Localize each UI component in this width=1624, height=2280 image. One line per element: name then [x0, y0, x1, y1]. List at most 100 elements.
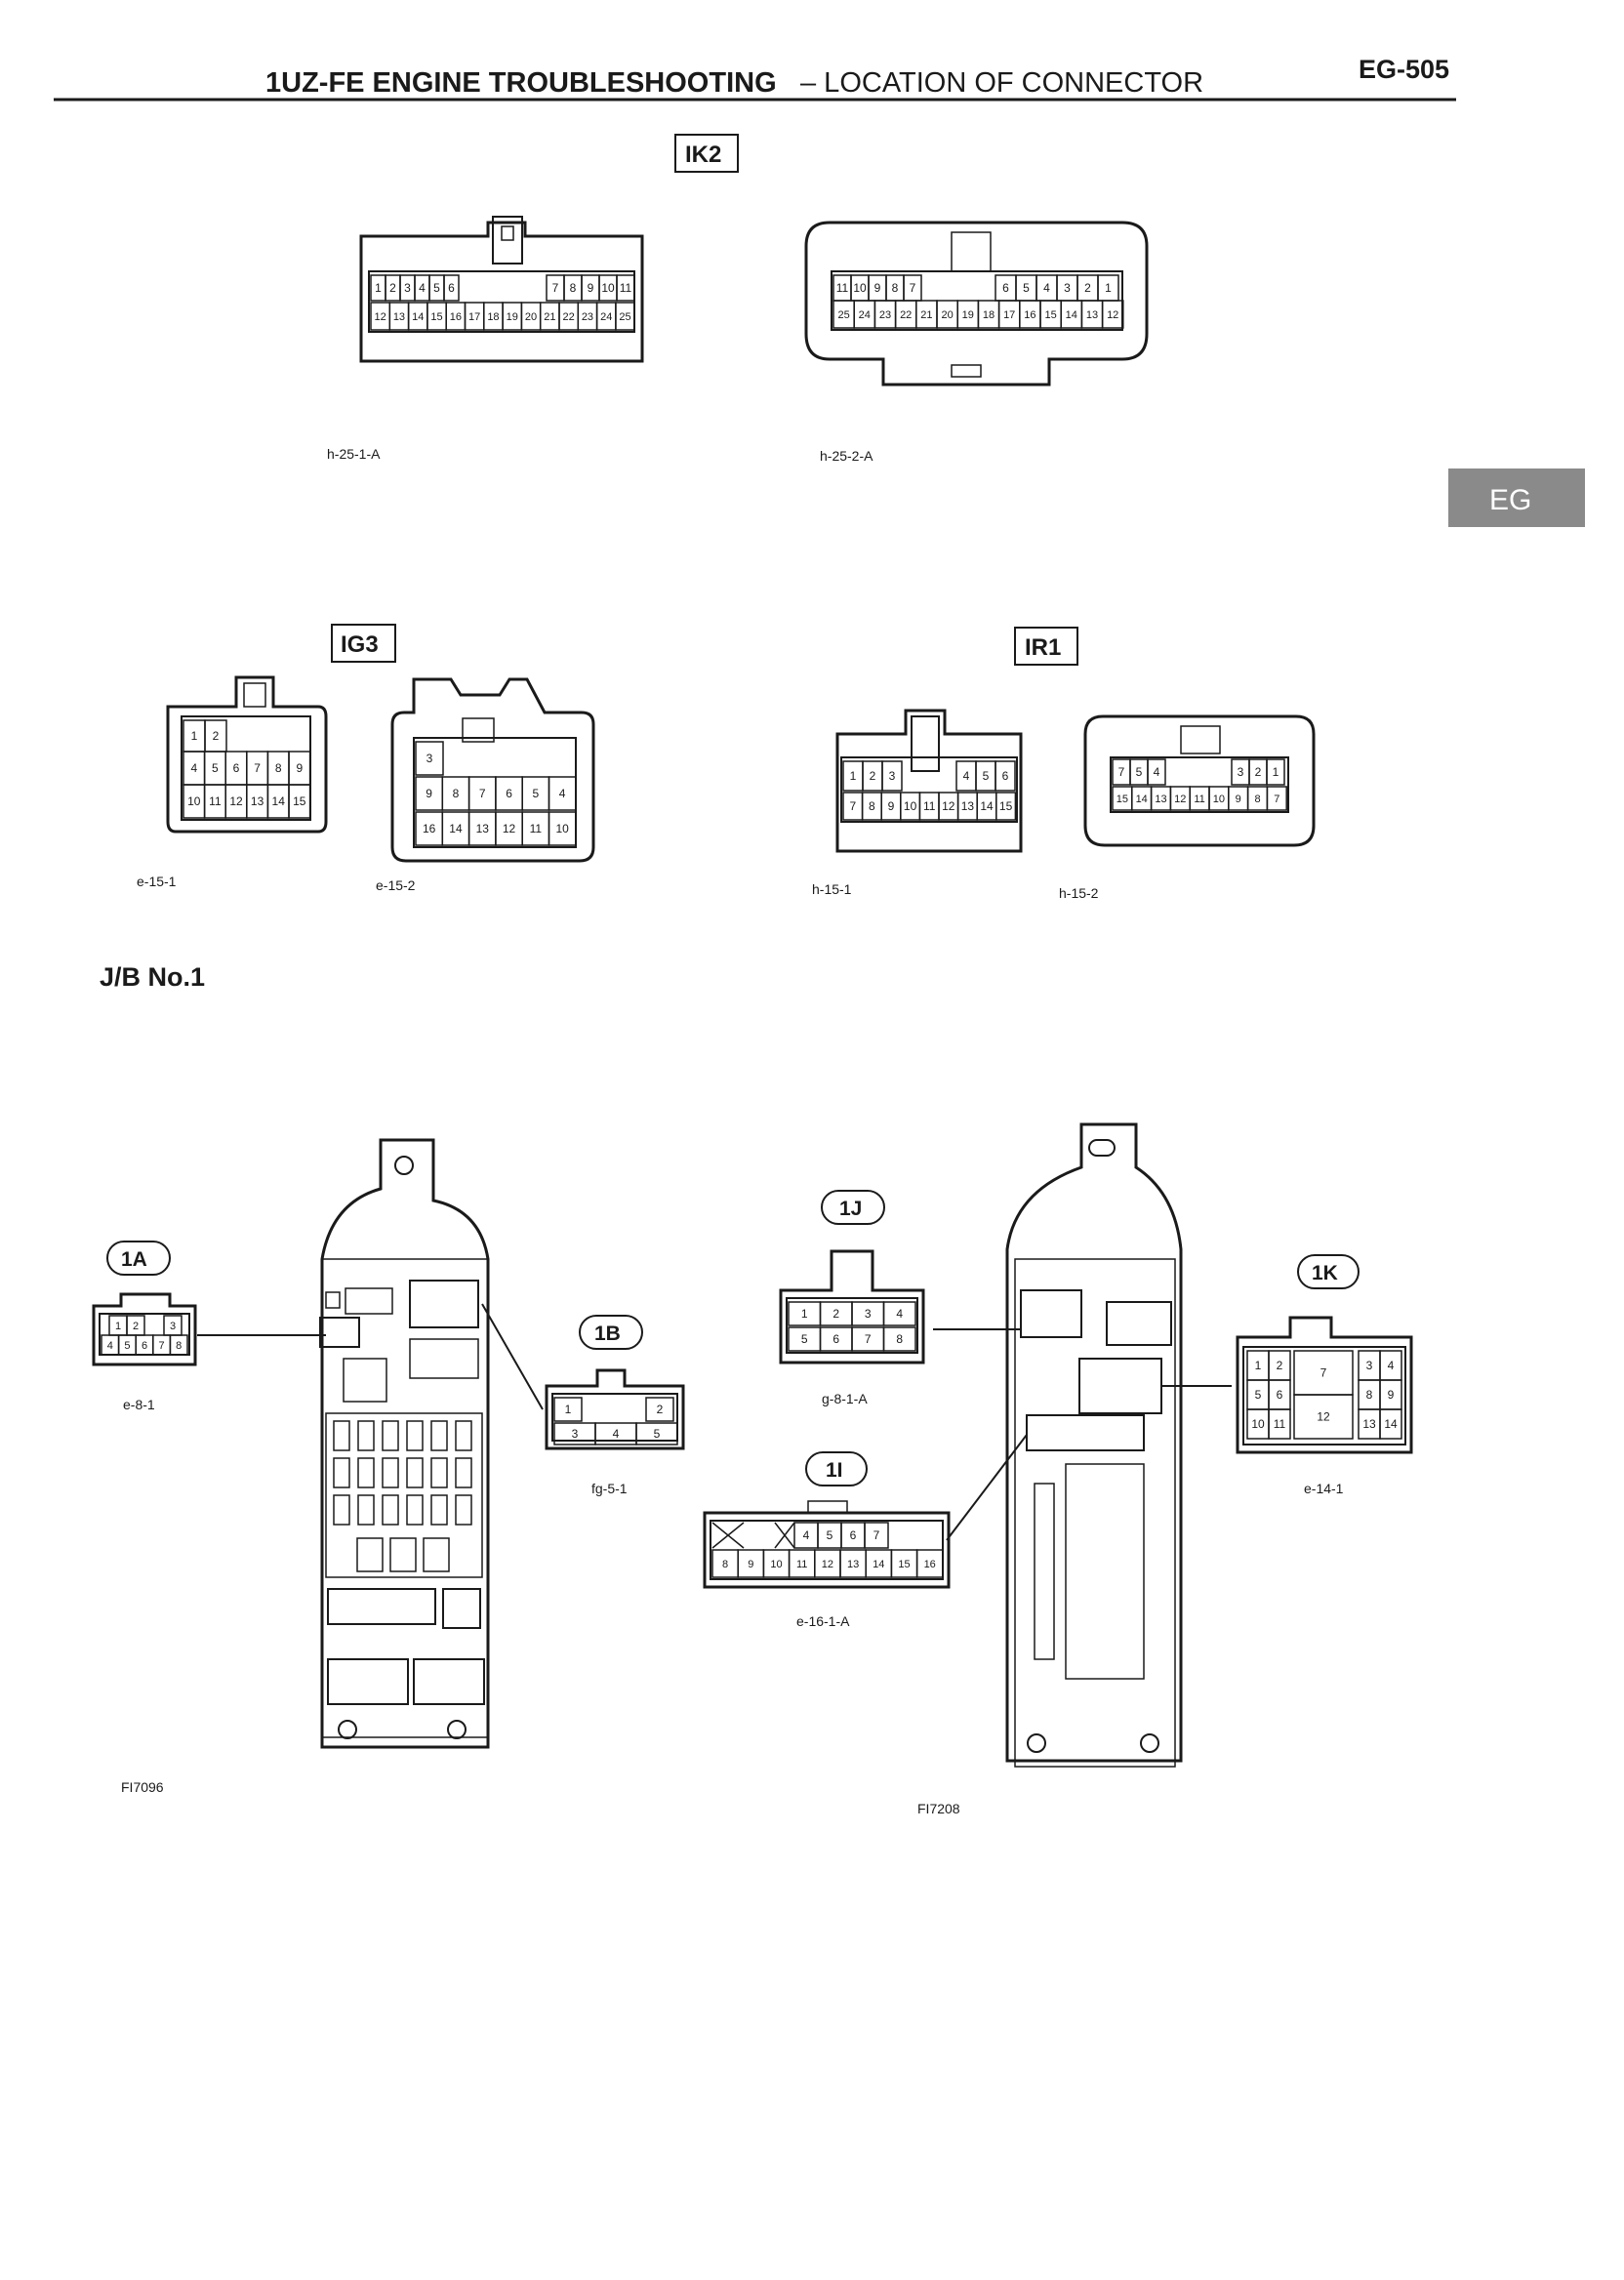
pin-cell — [415, 741, 444, 776]
1a-code-oval — [106, 1241, 171, 1276]
fuse-slot — [382, 1420, 399, 1451]
pin-number: 2 — [1255, 765, 1262, 779]
pin-number: 11 — [923, 799, 936, 813]
pin-number: 7 — [552, 281, 559, 295]
pin-number: 9 — [874, 281, 881, 295]
pin-number: 22 — [563, 311, 575, 323]
pin-number: 8 — [1366, 1388, 1373, 1402]
1k-code: 1K — [1312, 1262, 1338, 1284]
fuse-slot — [406, 1420, 424, 1451]
figure-code-right: FI7208 — [917, 1801, 960, 1816]
pin-number: 8 — [722, 1559, 728, 1570]
pin-number: 12 — [942, 799, 955, 813]
pin-number: 7 — [1274, 794, 1279, 805]
pin-number: 9 — [426, 787, 432, 800]
pin-number: 4 — [419, 281, 426, 295]
pin-number: 4 — [963, 769, 970, 783]
section-tab: EG — [1448, 468, 1585, 527]
pin-number: 23 — [582, 311, 593, 323]
pin-number: 5 — [1255, 1388, 1262, 1402]
pin-number: 7 — [910, 281, 916, 295]
1k-label: e-14-1 — [1304, 1481, 1344, 1496]
pin-cell — [1147, 758, 1166, 786]
pin-number: 5 — [654, 1427, 661, 1441]
pin-number: 9 — [296, 761, 303, 775]
1i-code-oval — [805, 1451, 868, 1486]
page-number: EG-505 — [1359, 55, 1449, 84]
pin-number: 19 — [962, 309, 974, 321]
pin-number: 13 — [393, 311, 405, 323]
pin-number: 12 — [503, 822, 516, 835]
pin-number: 16 — [450, 311, 462, 323]
pin-number: 24 — [859, 309, 871, 321]
1a-code: 1A — [121, 1248, 147, 1271]
pin-number: 9 — [1388, 1388, 1395, 1402]
pin-number: 10 — [601, 281, 615, 295]
ir1-right-label: h-15-2 — [1059, 885, 1099, 901]
1b-code-oval — [579, 1315, 643, 1350]
ig3-right-label: e-15-2 — [376, 877, 416, 893]
ik2-right-label: h-25-2-A — [820, 448, 873, 464]
pin-number: 7 — [159, 1340, 165, 1352]
pin-number: 14 — [412, 311, 424, 323]
pin-cell — [882, 1326, 916, 1352]
pin-cell — [881, 760, 903, 792]
pin-number: 5 — [1023, 281, 1030, 295]
pin-cell — [1293, 1394, 1354, 1440]
pin-number: 11 — [209, 794, 222, 808]
1i-code: 1I — [826, 1459, 843, 1482]
pin-number: 20 — [941, 309, 953, 321]
pin-number: 7 — [1118, 765, 1125, 779]
relay-slot — [356, 1537, 384, 1572]
ig3-left-label: e-15-1 — [137, 874, 177, 889]
fuse-slot — [406, 1457, 424, 1488]
pin-number: 12 — [1174, 794, 1186, 805]
figure-code-left: FI7096 — [121, 1779, 164, 1795]
1b-code: 1B — [594, 1323, 621, 1345]
pin-number: 5 — [433, 281, 440, 295]
pin-number: 16 — [924, 1559, 936, 1570]
pin-number: 4 — [107, 1340, 113, 1352]
pin-number: 4 — [190, 761, 197, 775]
pin-cell — [616, 274, 635, 302]
ig3-code-box — [331, 624, 396, 663]
pin-cell — [1268, 1408, 1291, 1440]
section-tab-label: EG — [1489, 484, 1531, 516]
pin-number: 3 — [426, 752, 433, 765]
1k-code-oval — [1297, 1254, 1360, 1289]
pin-number: 15 — [1044, 309, 1056, 321]
pin-number: 11 — [836, 281, 849, 295]
pin-number: 18 — [983, 309, 995, 321]
pin-number: 6 — [850, 1528, 857, 1542]
pin-number: 12 — [1317, 1410, 1330, 1424]
pin-number: 3 — [1238, 765, 1244, 779]
pin-cell — [864, 1522, 889, 1549]
relay-slot — [423, 1537, 450, 1572]
fuse-slot — [455, 1420, 472, 1451]
pin-number: 11 — [1274, 1417, 1286, 1431]
pin-cell — [548, 776, 577, 811]
pin-number: 1 — [801, 1307, 808, 1321]
pin-number: 8 — [869, 799, 875, 813]
1j-code-oval — [821, 1190, 885, 1225]
